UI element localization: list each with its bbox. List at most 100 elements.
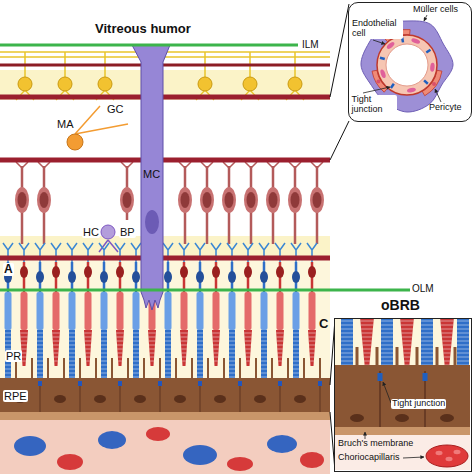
endothelial-ring xyxy=(377,35,437,95)
rpe-villus xyxy=(303,358,305,379)
leader-line xyxy=(403,457,424,458)
inner-limiting-membrane xyxy=(0,44,298,47)
disc-stripe xyxy=(197,373,203,374)
rpe-villus xyxy=(319,358,321,379)
cell-label: Endothelial cell xyxy=(351,19,403,39)
endothelial-nucleus xyxy=(411,37,421,44)
ganglion-layer xyxy=(0,70,330,100)
inner-segment xyxy=(117,292,124,330)
disc-stripe xyxy=(363,345,372,346)
disc-stripe xyxy=(363,349,371,350)
cell-label: MA xyxy=(56,118,75,130)
panel-title: oBRB xyxy=(381,298,420,313)
disc-stripe xyxy=(440,321,453,322)
layer-label: RPE xyxy=(3,390,28,402)
rpe-border xyxy=(120,384,121,412)
disc-stripe xyxy=(69,337,75,338)
disc-stripe xyxy=(213,349,218,350)
bipolar-cell xyxy=(120,187,134,213)
disc-stripe xyxy=(341,341,353,342)
disc-stripe xyxy=(441,325,453,326)
tight-junction xyxy=(278,381,282,386)
disc-stripe xyxy=(197,357,203,358)
disc-stripe xyxy=(69,349,75,350)
disc-stripe xyxy=(364,361,370,362)
rpe-villus xyxy=(111,358,113,379)
tight-junction xyxy=(38,381,42,386)
disc-stripe xyxy=(165,361,171,362)
disc-stripe xyxy=(165,377,171,378)
disc-stripe xyxy=(20,337,27,338)
disc-stripe xyxy=(101,357,107,358)
disc-stripe xyxy=(165,345,171,346)
bruch-membrane xyxy=(0,412,330,420)
disc-stripe xyxy=(293,357,299,358)
rod-outer-segment xyxy=(229,330,235,380)
bipolar-nucleus xyxy=(18,192,27,208)
endothelial-nucleus xyxy=(430,63,435,72)
bipolar-dendrite xyxy=(201,162,213,168)
disc-stripe xyxy=(117,349,122,350)
bipolar-cell xyxy=(288,187,302,213)
disc-stripe xyxy=(101,349,107,350)
rod-outer-segment xyxy=(261,330,267,380)
disc-stripe xyxy=(361,329,373,330)
disc-stripe xyxy=(404,361,410,362)
choroid-vessel-red xyxy=(227,457,253,471)
rod-outer-segment xyxy=(293,330,299,380)
disc-stripe xyxy=(442,333,453,334)
bipolar-nucleus xyxy=(225,192,234,208)
disc-stripe xyxy=(133,333,139,334)
disc-stripe xyxy=(245,349,250,350)
cone-outer-segment xyxy=(400,319,414,369)
disc-stripe xyxy=(457,321,469,322)
panel-letter: A xyxy=(3,263,14,276)
bipolar-nucleus xyxy=(123,192,132,208)
tight-junction xyxy=(118,381,122,386)
disc-stripe xyxy=(229,365,235,366)
amacrine-cell xyxy=(67,134,83,150)
disc-stripe xyxy=(37,353,43,354)
disc-stripe xyxy=(278,357,282,358)
disc-stripe xyxy=(457,333,469,334)
disc-stripe xyxy=(341,349,353,350)
disc-stripe xyxy=(53,349,58,350)
disc-stripe xyxy=(261,337,267,338)
bipolar-dendrite xyxy=(311,162,323,168)
leader-line xyxy=(373,40,385,44)
disc-stripe xyxy=(278,353,283,354)
rod-outer-segment xyxy=(197,330,203,380)
disc-stripe xyxy=(293,341,299,342)
rpe-border xyxy=(80,384,81,412)
disc-stripe xyxy=(293,345,299,346)
inner-segment xyxy=(37,292,44,330)
leader-line xyxy=(383,382,391,403)
photoreceptor-nucleus xyxy=(52,266,60,278)
disc-stripe xyxy=(421,357,433,358)
disc-stripe xyxy=(69,365,75,366)
layer-label: ILM xyxy=(302,39,319,50)
disc-stripe xyxy=(101,337,107,338)
disc-stripe xyxy=(341,361,353,362)
disc-stripe xyxy=(21,345,27,346)
bipolar-nucleus xyxy=(269,192,278,208)
inner-segment xyxy=(213,292,220,330)
rpe-border xyxy=(240,384,241,412)
disc-stripe xyxy=(85,349,90,350)
disc-stripe xyxy=(381,329,393,330)
disc-stripe xyxy=(293,361,299,362)
rod-outer-segment xyxy=(37,330,43,380)
cone-outer-segment xyxy=(180,330,188,366)
disc-stripe xyxy=(362,333,373,334)
disc-stripe xyxy=(118,357,122,358)
inner-segment xyxy=(53,292,60,330)
disc-stripe xyxy=(244,333,252,334)
endothelial-nucleus xyxy=(379,69,386,79)
cone-outer-segment xyxy=(148,330,156,366)
disc-stripe xyxy=(229,333,235,334)
disc-stripe xyxy=(261,377,267,378)
disc-stripe xyxy=(229,373,235,374)
disc-stripe xyxy=(261,341,267,342)
cell-label: HC xyxy=(82,226,100,238)
disc-stripe xyxy=(212,333,220,334)
